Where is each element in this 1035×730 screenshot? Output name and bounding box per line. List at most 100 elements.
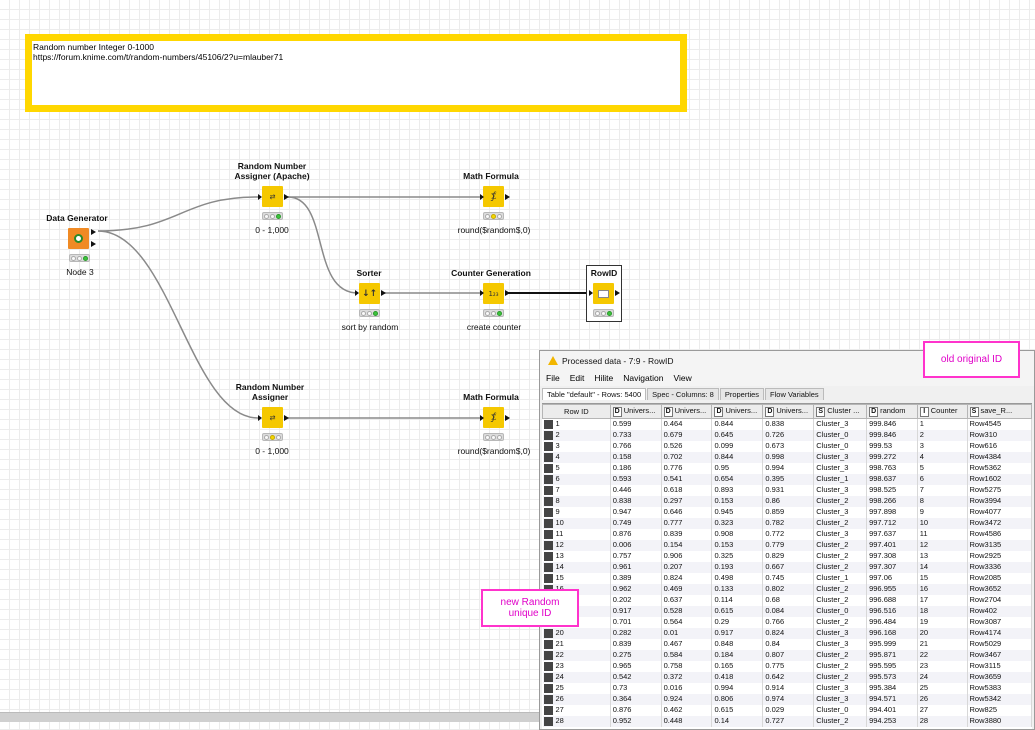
table-cell[interactable]: 6	[917, 474, 967, 485]
table-cell[interactable]: Row3115	[967, 661, 1031, 672]
table-cell[interactable]: 0.165	[712, 661, 763, 672]
table-cell[interactable]: Cluster_3	[814, 529, 867, 540]
table-cell[interactable]: Row5342	[967, 694, 1031, 705]
table-cell[interactable]: Cluster_2	[814, 562, 867, 573]
table-cell[interactable]: Row825	[967, 705, 1031, 716]
table-cell[interactable]: 0.824	[661, 573, 712, 584]
table-cell[interactable]: Cluster_2	[814, 551, 867, 562]
table-cell[interactable]: 997.308	[867, 551, 918, 562]
row-id-cell[interactable]: 9	[543, 507, 611, 518]
row-id-cell[interactable]: 14	[543, 562, 611, 573]
table-cell[interactable]: Cluster_3	[814, 485, 867, 496]
table-cell[interactable]: 0.733	[610, 430, 661, 441]
row-id-cell[interactable]: 2	[543, 430, 611, 441]
math-formula-bottom-node[interactable]: ⨋	[483, 407, 504, 428]
table-cell[interactable]: Row3880	[967, 716, 1031, 727]
table-cell[interactable]: Row3472	[967, 518, 1031, 529]
table-cell[interactable]: 0.962	[610, 584, 661, 595]
output-port[interactable]	[505, 290, 510, 296]
table-cell[interactable]: Cluster_0	[814, 606, 867, 617]
input-port[interactable]	[480, 194, 484, 200]
table-cell[interactable]: 0.702	[661, 452, 712, 463]
table-cell[interactable]: 0.838	[763, 419, 814, 430]
table-cell[interactable]: 0.325	[712, 551, 763, 562]
table-row[interactable]: 90.9470.6460.9450.859Cluster_3997.8989Ro…	[543, 507, 1032, 518]
table-cell[interactable]: Cluster_1	[814, 573, 867, 584]
table-cell[interactable]: 0.114	[712, 595, 763, 606]
row-id-cell[interactable]: 28	[543, 716, 611, 727]
table-cell[interactable]: Cluster_2	[814, 518, 867, 529]
table-cell[interactable]: 0.323	[712, 518, 763, 529]
table-cell[interactable]: 0.829	[763, 551, 814, 562]
table-cell[interactable]: 0.584	[661, 650, 712, 661]
data-generator-node[interactable]	[68, 228, 89, 249]
column-header[interactable]: Ssave_R...	[967, 405, 1031, 419]
table-cell[interactable]: 0.637	[661, 595, 712, 606]
table-cell[interactable]: Cluster_2	[814, 496, 867, 507]
table-cell[interactable]: Row5362	[967, 463, 1031, 474]
table-cell[interactable]: 0.848	[712, 639, 763, 650]
table-cell[interactable]: 0.193	[712, 562, 763, 573]
row-id-cell[interactable]: 20	[543, 628, 611, 639]
table-cell[interactable]: 0.998	[763, 452, 814, 463]
row-id-cell[interactable]: 11	[543, 529, 611, 540]
table-cell[interactable]: 0.876	[610, 529, 661, 540]
table-cell[interactable]: 0.961	[610, 562, 661, 573]
table-cell[interactable]: Cluster_2	[814, 672, 867, 683]
table-cell[interactable]: 998.266	[867, 496, 918, 507]
table-cell[interactable]: 19	[917, 617, 967, 628]
table-cell[interactable]: Cluster_3	[814, 419, 867, 430]
table-cell[interactable]: Row3652	[967, 584, 1031, 595]
table-cell[interactable]: 0.297	[661, 496, 712, 507]
table-cell[interactable]: 0.758	[661, 661, 712, 672]
table-cell[interactable]: 0.906	[661, 551, 712, 562]
table-cell[interactable]: 23	[917, 661, 967, 672]
table-cell[interactable]: 0.498	[712, 573, 763, 584]
table-cell[interactable]: 994.253	[867, 716, 918, 727]
table-cell[interactable]: 0.802	[763, 584, 814, 595]
table-cell[interactable]: 997.898	[867, 507, 918, 518]
table-cell[interactable]: 5	[917, 463, 967, 474]
table-cell[interactable]: Row3135	[967, 540, 1031, 551]
table-cell[interactable]: 996.955	[867, 584, 918, 595]
table-cell[interactable]: 0.806	[712, 694, 763, 705]
table-cell[interactable]: 17	[917, 595, 967, 606]
table-cell[interactable]: 2	[917, 430, 967, 441]
table-cell[interactable]: 999.272	[867, 452, 918, 463]
table-cell[interactable]: Row402	[967, 606, 1031, 617]
table-cell[interactable]: 0.275	[610, 650, 661, 661]
table-cell[interactable]: 0.777	[661, 518, 712, 529]
table-cell[interactable]: 8	[917, 496, 967, 507]
table-cell[interactable]: 997.712	[867, 518, 918, 529]
table-cell[interactable]: 20	[917, 628, 967, 639]
table-cell[interactable]: 22	[917, 650, 967, 661]
table-cell[interactable]: Cluster_3	[814, 452, 867, 463]
row-id-cell[interactable]: 10	[543, 518, 611, 529]
table-cell[interactable]: 0.29	[712, 617, 763, 628]
table-cell[interactable]: 0.947	[610, 507, 661, 518]
row-id-cell[interactable]: 7	[543, 485, 611, 496]
table-cell[interactable]: 0.541	[661, 474, 712, 485]
table-cell[interactable]: 999.846	[867, 430, 918, 441]
table-cell[interactable]: 13	[917, 551, 967, 562]
row-id-cell[interactable]: 27	[543, 705, 611, 716]
table-cell[interactable]: 0.749	[610, 518, 661, 529]
table-cell[interactable]: 0.528	[661, 606, 712, 617]
table-row[interactable]: 250.730.0160.9940.914Cluster_3995.38425R…	[543, 683, 1032, 694]
table-cell[interactable]: 21	[917, 639, 967, 650]
table-row[interactable]: 150.3890.8240.4980.745Cluster_1997.0615R…	[543, 573, 1032, 584]
table-cell[interactable]: Cluster_3	[814, 628, 867, 639]
input-port[interactable]	[589, 290, 593, 296]
table-cell[interactable]: Row5275	[967, 485, 1031, 496]
table-cell[interactable]: Cluster_0	[814, 430, 867, 441]
table-cell[interactable]: 0.01	[661, 628, 712, 639]
table-cell[interactable]: Cluster_2	[814, 617, 867, 628]
table-cell[interactable]: 0.599	[610, 419, 661, 430]
table-cell[interactable]: 0.282	[610, 628, 661, 639]
table-cell[interactable]: 9	[917, 507, 967, 518]
table-cell[interactable]: 998.525	[867, 485, 918, 496]
menu-file[interactable]: File	[546, 373, 560, 383]
table-row[interactable]: 280.9520.4480.140.727Cluster_2994.25328R…	[543, 716, 1032, 727]
table-cell[interactable]: Cluster_2	[814, 650, 867, 661]
table-cell[interactable]: 996.484	[867, 617, 918, 628]
